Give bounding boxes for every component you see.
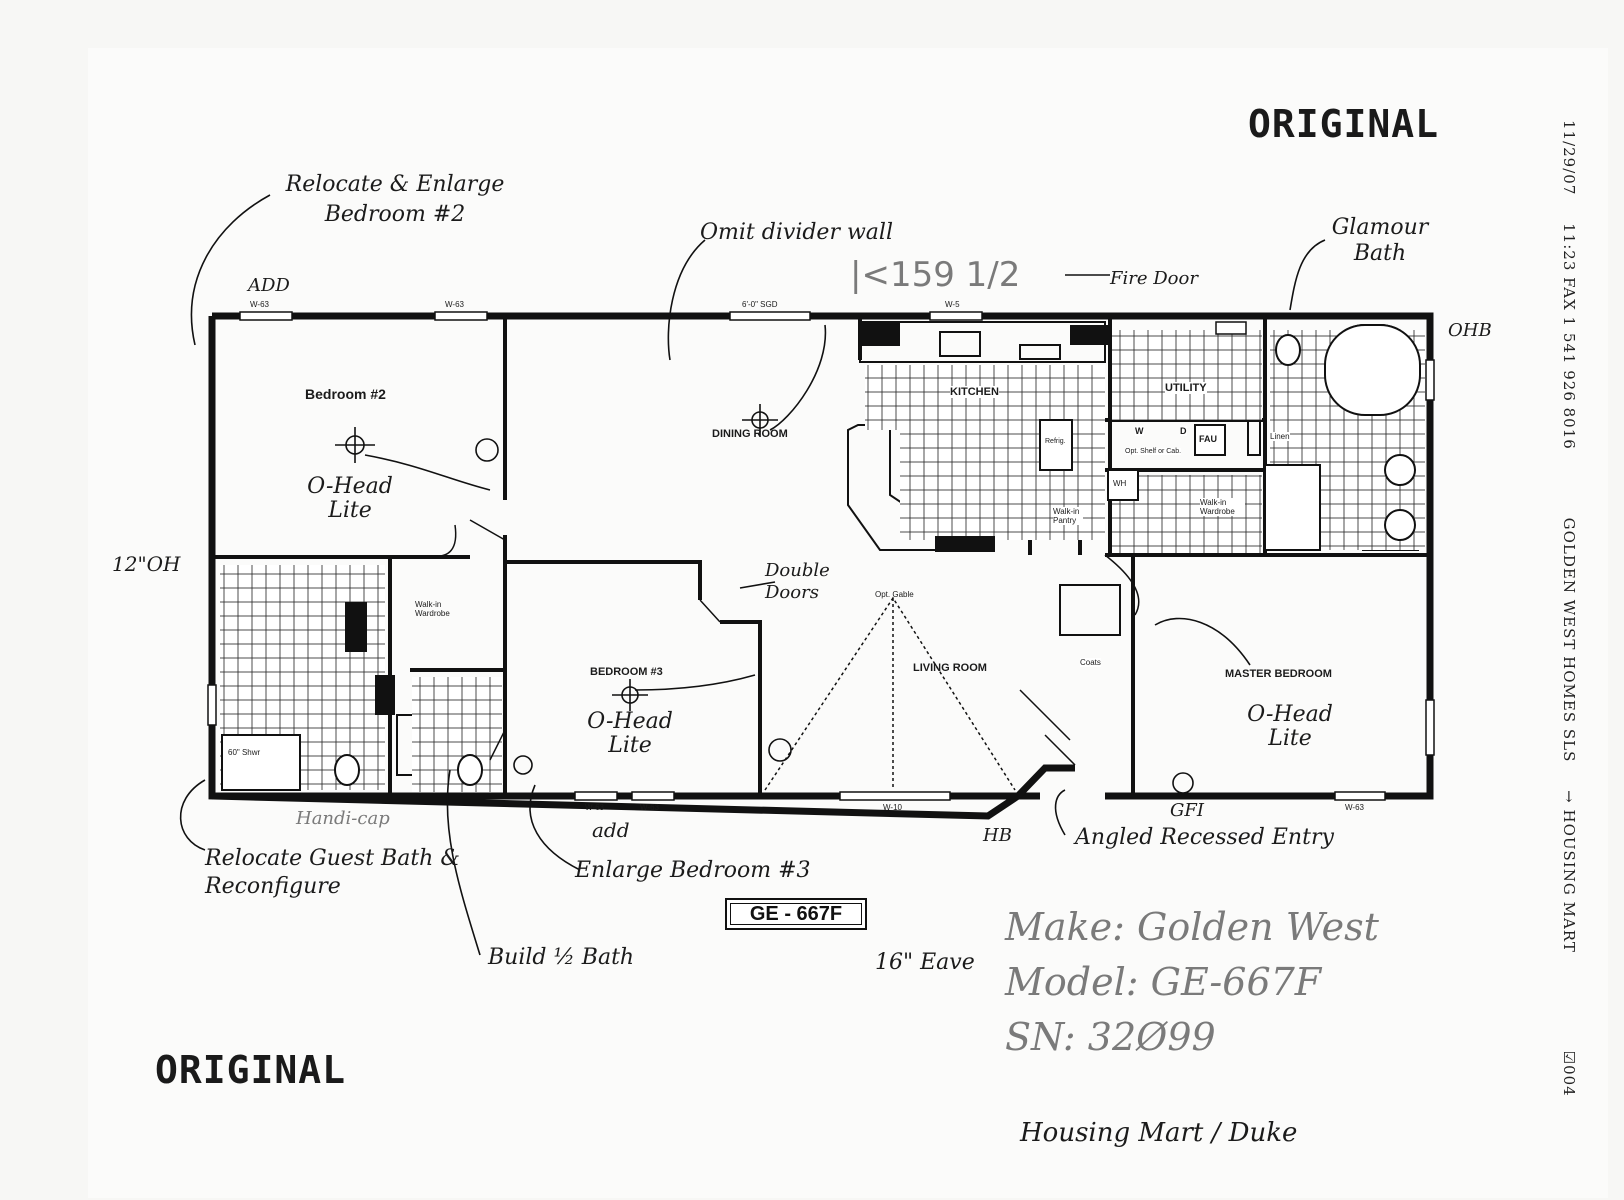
linen-label: Linen — [1270, 432, 1290, 441]
master-bedroom-label: MASTER BEDROOM — [1225, 668, 1332, 680]
shower-label: 60" Shwr — [228, 748, 261, 757]
note-height: 12"OH — [112, 552, 181, 576]
coats-label: Coats — [1080, 658, 1101, 667]
note-dimension: |<159 1/2 — [850, 255, 1021, 295]
window-label: W-10 — [883, 803, 902, 812]
bedroom3-label: BEDROOM #3 — [590, 666, 663, 678]
note-glamour-bath: Glamour Bath — [1331, 215, 1429, 266]
make-line: Make: Golden West — [1005, 905, 1379, 949]
fax-sender: GOLDEN WEST HOMES SLS — [1560, 517, 1578, 763]
note-enlarge-bedroom3: Enlarge Bedroom #3 — [575, 858, 811, 883]
washer-label: W — [1135, 426, 1144, 436]
bedroom2-label: Bedroom #2 — [305, 386, 386, 402]
sliding-door-label: 6'-0" SGD — [742, 300, 778, 309]
model-number: GE - 667F — [749, 902, 843, 925]
window-label: W-5 — [945, 300, 960, 309]
note-add-bottom: add — [592, 818, 630, 842]
original-stamp-top: ORIGINAL — [1248, 102, 1440, 146]
dryer-label: D — [1180, 426, 1187, 436]
window-label: W-63 — [445, 300, 464, 309]
note-ohead-master: O-Head Lite — [1247, 702, 1333, 751]
fax-recipient: → HOUSING MART — [1560, 790, 1578, 953]
signature-note: Housing Mart / Duke — [1020, 1118, 1298, 1148]
kitchen-label: KITCHEN — [950, 386, 999, 398]
note-eave: 16" Eave — [875, 950, 975, 975]
note-gfi: GFI — [1170, 800, 1204, 821]
water-heater-label: WH — [1113, 479, 1127, 488]
window-label: W-63 — [585, 803, 604, 812]
model-line: Model: GE-667F — [1005, 960, 1322, 1004]
note-ohead-bedroom3: O-Head Lite — [587, 709, 673, 758]
dining-room-label: DINING ROOM — [712, 428, 788, 440]
window-label: W-63 — [250, 300, 269, 309]
fau-label: FAU — [1199, 434, 1217, 444]
note-angled-entry: Angled Recessed Entry — [1075, 825, 1334, 850]
fax-time-number: 11:23 FAX 1 541 926 8016 — [1560, 223, 1578, 450]
note-build-half-bath: Build ½ Bath — [488, 945, 635, 970]
note-add: ADD — [248, 275, 290, 296]
fax-page: ☑004 — [1560, 1050, 1578, 1097]
note-double-doors: Double Doors — [765, 560, 830, 603]
model-number-box: GE - 667F — [725, 898, 867, 930]
note-ohb: OHB — [1448, 320, 1492, 341]
note-fire-door: Fire Door — [1110, 268, 1198, 289]
note-hb: HB — [983, 825, 1012, 846]
refrig-label: Refrig. — [1045, 438, 1066, 445]
utility-label: UTILITY — [1165, 382, 1207, 394]
walkin-wardrobe-label: Walk-in Wardrobe — [415, 600, 450, 618]
note-handicap: Handi-cap — [296, 808, 390, 829]
original-stamp-bottom: ORIGINAL — [155, 1048, 347, 1092]
note-omit-wall: Omit divider wall — [700, 220, 893, 245]
living-room-label: LIVING ROOM — [913, 662, 987, 674]
fax-header: 11/29/07 11:23 FAX 1 541 926 8016 GOLDEN… — [1560, 120, 1578, 1119]
note-relocate-bedroom2: Relocate & Enlarge Bedroom #2 — [285, 172, 505, 227]
pantry-label: Walk-in Pantry — [1053, 507, 1083, 525]
note-ohead-bedroom2: O-Head Lite — [307, 474, 393, 523]
note-relocate-guest-bath: Relocate Guest Bath & Reconfigure — [205, 846, 460, 899]
opt-shelf-label: Opt. Shelf or Cab. — [1125, 448, 1182, 455]
serial-line: SN: 32Ø99 — [1005, 1015, 1216, 1059]
fax-date: 11/29/07 — [1560, 120, 1578, 196]
walkin-wardrobe-master-label: Walk-in Wardrobe — [1200, 498, 1245, 516]
window-label: W-63 — [640, 803, 659, 812]
opt-gable-label: Opt. Gable — [875, 590, 914, 599]
window-label: W-63 — [1345, 803, 1364, 812]
